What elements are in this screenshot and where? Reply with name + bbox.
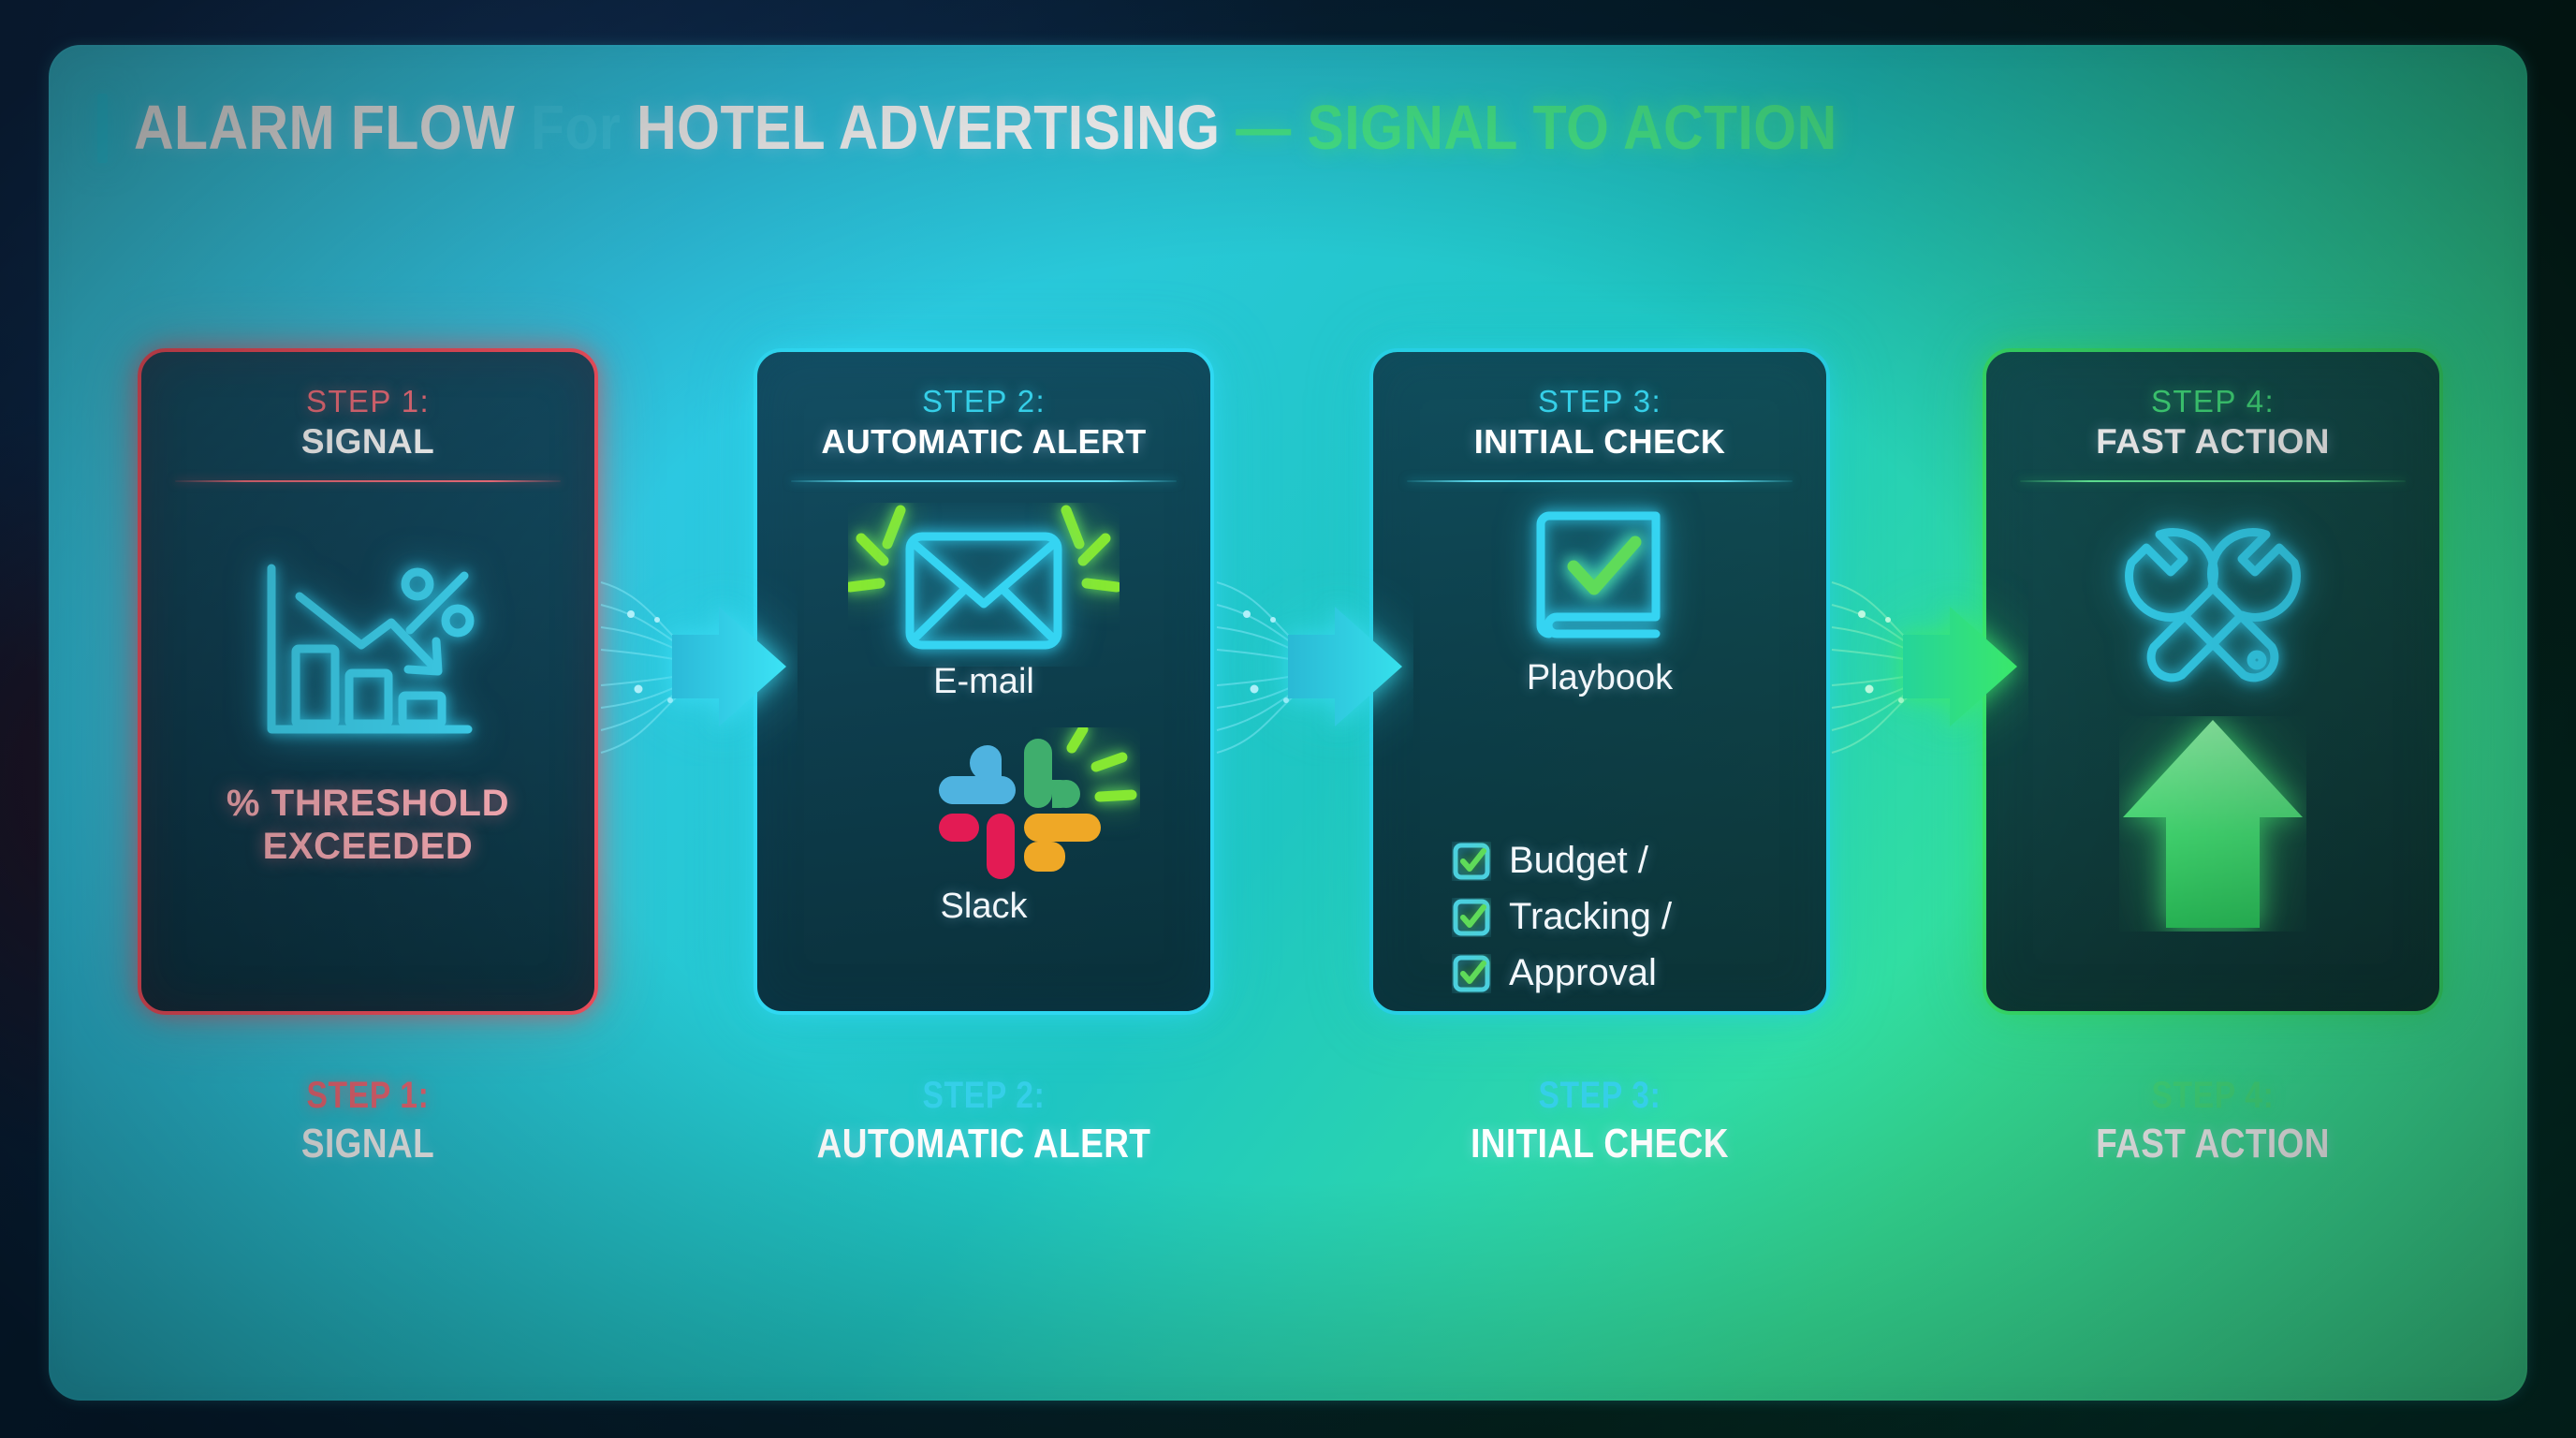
step-kicker: STEP 4: (2150, 384, 2276, 418)
step-name: SIGNAL (300, 422, 435, 461)
step-card-signal[interactable]: STEP 1: SIGNAL (138, 348, 598, 1015)
footer-kicker: STEP 4: (2151, 1075, 2275, 1116)
step-kicker: STEP 3: (1537, 384, 1662, 418)
checkbox-checked-icon[interactable] (1452, 954, 1491, 993)
step-kicker: STEP 1: (305, 384, 431, 418)
checklist-item[interactable]: Approval (1452, 952, 1672, 994)
footer-name: INITIAL CHECK (1471, 1121, 1729, 1167)
wrench-screwdriver-icon (2115, 527, 2311, 705)
declining-bar-chart-percent-icon (251, 555, 485, 752)
checklist-label: Tracking / (1509, 896, 1673, 937)
footer-kicker: STEP 1: (306, 1075, 430, 1116)
title-segment-for: For (531, 93, 637, 163)
footer-name: SIGNAL (300, 1121, 435, 1167)
step-name: AUTOMATIC ALERT (821, 422, 1147, 461)
footer-label-signal: STEP 1: SIGNAL (138, 1075, 598, 1167)
footer-label-initial-check: STEP 3: INITIAL CHECK (1369, 1075, 1830, 1167)
page-title: ALARM FLOW For HOTEL ADVERTISING — SIGNA… (97, 92, 2070, 164)
footer-name: FAST ACTION (2096, 1121, 2330, 1167)
arrow-step2-to-step3 (1215, 569, 1413, 766)
divider (1407, 480, 1793, 482)
checklist-item[interactable]: Tracking / (1452, 896, 1672, 938)
title-segment-signal-to-action: — SIGNAL TO ACTION (1236, 93, 1837, 163)
footer-name: AUTOMATIC ALERT (816, 1121, 1151, 1167)
checklist-item[interactable]: Budget / (1452, 840, 1672, 882)
step-kicker: STEP 2: (921, 384, 1046, 418)
playbook-check-icon (1525, 508, 1675, 649)
title-segment-hotel-advertising: HOTEL ADVERTISING (637, 93, 1237, 163)
step-name: FAST ACTION (2096, 422, 2330, 461)
step-card-automatic-alert[interactable]: STEP 2: AUTOMATIC ALERT (754, 348, 1214, 1015)
step-name: INITIAL CHECK (1473, 422, 1726, 461)
step-card-fast-action[interactable]: STEP 4: FAST ACTION (1983, 348, 2443, 1015)
threshold-line-2: EXCEEDED (262, 826, 474, 868)
checkbox-checked-icon[interactable] (1452, 898, 1491, 937)
email-label: E-mail (933, 662, 1034, 701)
checklist: Budget / Tracking / Approval (1452, 840, 1672, 1008)
step-card-initial-check[interactable]: STEP 3: INITIAL CHECK Playbook (1369, 348, 1830, 1015)
arrow-step1-to-step2 (599, 569, 798, 766)
checklist-label: Budget / (1509, 840, 1649, 881)
slack-label: Slack (940, 887, 1028, 926)
checkbox-checked-icon[interactable] (1452, 842, 1491, 881)
divider (791, 480, 1177, 482)
divider (175, 480, 561, 482)
title-segment-alarm-flow: ALARM FLOW (134, 93, 532, 163)
divider (2020, 480, 2406, 482)
threshold-line-1: % THRESHOLD (226, 783, 510, 824)
envelope-icon (848, 503, 1120, 667)
slack-logo-icon (901, 727, 1140, 882)
footer-label-automatic-alert: STEP 2: AUTOMATIC ALERT (754, 1075, 1214, 1167)
title-text: ALARM FLOW For HOTEL ADVERTISING — SIGNA… (134, 92, 1837, 164)
checklist-label: Approval (1509, 952, 1657, 993)
footer-label-fast-action: STEP 4: FAST ACTION (1983, 1075, 2443, 1167)
threshold-text: % THRESHOLD EXCEEDED (166, 782, 570, 869)
arrow-step3-to-step4 (1830, 569, 2028, 766)
footer-kicker: STEP 2: (922, 1075, 1046, 1116)
playbook-label: Playbook (1526, 658, 1674, 697)
title-accent-bar (97, 93, 108, 163)
footer-kicker: STEP 3: (1538, 1075, 1661, 1116)
up-arrow-icon (2119, 716, 2306, 932)
